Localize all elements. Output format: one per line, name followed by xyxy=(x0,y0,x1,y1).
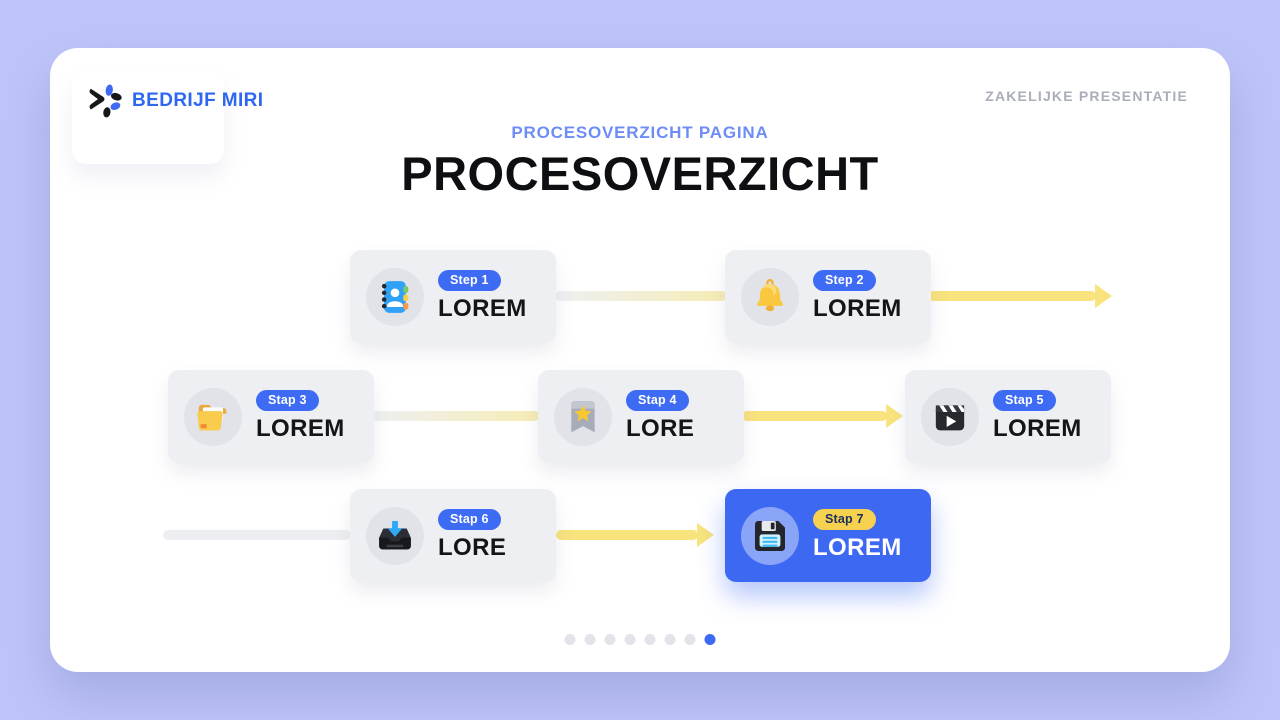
page-eyebrow: PROCESOVERZICHT PAGINA xyxy=(511,123,769,142)
arrow-step6-step7 xyxy=(556,530,698,540)
step-label: LOREM xyxy=(993,415,1082,442)
pagination-dot-6[interactable] xyxy=(664,634,676,645)
pagination-dot-4[interactable] xyxy=(624,634,636,645)
page-title: PROCESOVERZICHT xyxy=(401,147,879,200)
star-bookmark-icon xyxy=(554,387,612,446)
company-logo: BEDRIJF MIRI xyxy=(88,84,263,118)
step-badge: Stap 7 xyxy=(813,509,876,530)
step-label: LOREM xyxy=(438,295,527,322)
step-badge: Stap 4 xyxy=(626,390,689,411)
bell-icon xyxy=(741,267,799,326)
pagination-dot-1[interactable] xyxy=(564,634,576,645)
step-card-5[interactable]: Stap 5 LOREM xyxy=(905,370,1111,463)
connector-before-step6 xyxy=(163,530,351,540)
pagination-dot-8-active[interactable] xyxy=(704,634,716,645)
step-card-1[interactable]: Step 1 LOREM xyxy=(350,250,556,343)
pagination-dot-3[interactable] xyxy=(604,634,616,645)
pagination-dot-5[interactable] xyxy=(644,634,656,645)
floppy-disk-icon xyxy=(741,506,799,565)
pagination-dot-2[interactable] xyxy=(584,634,596,645)
step-card-4[interactable]: Stap 4 LORE xyxy=(538,370,744,463)
connector-step1-step2 xyxy=(555,291,727,301)
step-card-2[interactable]: Step 2 LOREM xyxy=(725,250,931,343)
pagination xyxy=(564,634,716,645)
step-card-7[interactable]: Stap 7 LOREM xyxy=(725,489,931,582)
step-label: LOREM xyxy=(813,295,902,322)
pagination-dot-7[interactable] xyxy=(684,634,696,645)
step-badge: Step 2 xyxy=(813,270,876,291)
step-label: LOREM xyxy=(256,415,345,442)
logo-text: BEDRIJF MIRI xyxy=(132,90,264,111)
step-label: LORE xyxy=(438,534,507,561)
presentation-tagline: ZAKELIJKE PRESENTATIE xyxy=(985,88,1188,104)
step-badge: Stap 3 xyxy=(256,390,319,411)
arrow-step4-step5 xyxy=(742,411,887,421)
connector-step3-step4 xyxy=(370,411,540,421)
presentation-slide: BEDRIJF MIRI ZAKELIJKE PRESENTATIE PROCE… xyxy=(50,48,1230,672)
address-book-icon xyxy=(366,267,424,326)
step-label: LOREM xyxy=(813,534,902,561)
open-folder-icon xyxy=(184,387,242,446)
arrow-after-step2 xyxy=(928,291,1096,301)
step-label: LORE xyxy=(626,415,695,442)
clapperboard-icon xyxy=(921,387,979,446)
step-card-3[interactable]: Stap 3 LOREM xyxy=(168,370,374,463)
logo-backdrop xyxy=(72,72,224,164)
step-badge: Stap 5 xyxy=(993,390,1056,411)
step-card-6[interactable]: Stap 6 LORE xyxy=(350,489,556,582)
inbox-tray-icon xyxy=(366,506,424,565)
asterisk-logo-icon xyxy=(89,84,122,118)
step-badge: Stap 6 xyxy=(438,509,501,530)
step-badge: Step 1 xyxy=(438,270,501,291)
